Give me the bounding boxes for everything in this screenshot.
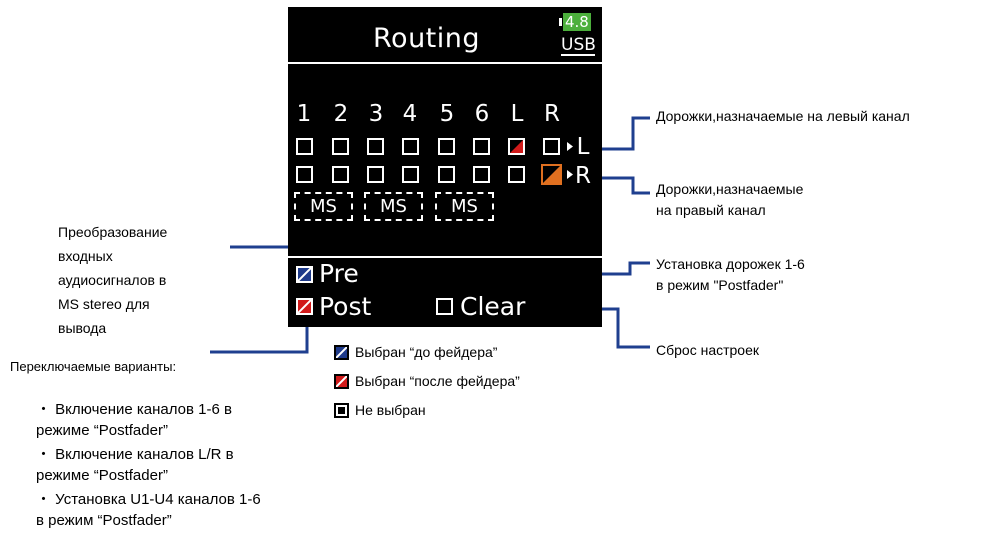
option-2-line-1: ・ Включение каналов L/R в <box>36 446 234 463</box>
clear-button[interactable]: Clear <box>460 292 526 321</box>
post-fader-swatch-icon <box>334 373 349 389</box>
ms-note-3: аудиосигналов в <box>58 272 167 288</box>
route-checkbox-1-R[interactable] <box>296 166 313 183</box>
post-fader-mark <box>510 140 523 153</box>
route-checkbox-L-R[interactable] <box>508 166 525 183</box>
right-channel-note-2: на правый канал <box>656 202 766 218</box>
col-6: 6 <box>474 101 490 127</box>
route-checkbox-R-R[interactable] <box>541 164 562 185</box>
ms-note-5: вывода <box>58 320 107 336</box>
legend-pre: Выбран “до фейдера” <box>334 344 497 360</box>
reset-note: Сброс настроек <box>656 342 760 358</box>
power-source: USB <box>561 35 596 55</box>
pre-button[interactable]: Pre <box>319 259 359 288</box>
route-checkbox-4-R[interactable] <box>402 166 419 183</box>
option-3-line-2: в режим “Postfader” <box>36 512 172 529</box>
postfader-note-2: в режим "Postfader" <box>656 277 784 293</box>
ms-note-1: Преобразование <box>58 224 168 240</box>
route-checkbox-3-L[interactable] <box>367 138 384 155</box>
col-3: 3 <box>368 101 384 127</box>
ms-toggle-1-2[interactable]: MS <box>294 192 353 221</box>
header-divider <box>288 62 602 64</box>
ms-note-4: MS stereo для <box>58 296 150 312</box>
route-checkbox-6-L[interactable] <box>473 138 490 155</box>
pre-fader-swatch-icon <box>334 344 349 360</box>
col-R: R <box>544 101 560 127</box>
screen-title: Routing <box>373 23 481 54</box>
ms-toggle-3-4[interactable]: MS <box>364 192 423 221</box>
route-checkbox-5-L[interactable] <box>438 138 455 155</box>
device-screen: Routing 4.8 USB 1 2 3 4 5 6 L R L R MS M… <box>288 7 602 327</box>
col-L: L <box>510 101 524 127</box>
route-checkbox-6-R[interactable] <box>473 166 490 183</box>
right-channel-note-1: Дорожки,назначаемые <box>656 181 804 197</box>
route-checkbox-4-L[interactable] <box>402 138 419 155</box>
ms-note-2: входных <box>58 248 113 264</box>
battery-tip <box>559 18 562 26</box>
pre-fader-icon[interactable] <box>296 266 313 283</box>
ms-toggle-5-6[interactable]: MS <box>435 192 494 221</box>
legend-post: Выбран “после фейдера” <box>334 373 520 389</box>
post-fader-icon[interactable] <box>296 298 313 315</box>
switchable-note: Переключаемые варианты: <box>10 359 177 374</box>
legend-none-label: Не выбран <box>355 402 426 418</box>
col-2: 2 <box>333 101 349 127</box>
output-L: L <box>576 134 590 160</box>
col-5: 5 <box>439 101 455 127</box>
clear-checkbox-icon[interactable] <box>436 298 453 315</box>
option-2-line-2: режиме “Postfader” <box>36 467 168 484</box>
option-1-line-2: режиме “Postfader” <box>36 422 168 439</box>
arrow-right-icon <box>567 142 573 151</box>
legend-pre-label: Выбран “до фейдера” <box>355 344 498 360</box>
post-fader-mark-selected <box>543 166 560 183</box>
unselected-swatch-icon <box>334 402 349 418</box>
route-checkbox-2-R[interactable] <box>332 166 349 183</box>
arrow-right-icon <box>567 170 573 179</box>
battery-level: 4.8 <box>563 13 591 31</box>
col-4: 4 <box>402 101 418 127</box>
power-underline <box>561 54 595 56</box>
post-button[interactable]: Post <box>319 292 372 321</box>
route-checkbox-2-L[interactable] <box>332 138 349 155</box>
route-checkbox-5-R[interactable] <box>438 166 455 183</box>
option-3-line-1: ・ Установка U1-U4 каналов 1-6 <box>36 491 261 508</box>
legend-none: Не выбран <box>334 402 426 418</box>
option-1-line-1: ・ Включение каналов 1-6 в <box>36 401 232 418</box>
route-checkbox-R-L[interactable] <box>543 138 560 155</box>
left-channel-note: Дорожки,назначаемые на левый канал <box>656 108 910 124</box>
route-checkbox-3-R[interactable] <box>367 166 384 183</box>
postfader-note-1: Установка дорожек 1-6 <box>656 256 805 272</box>
footer-divider <box>288 256 602 258</box>
legend-post-label: Выбран “после фейдера” <box>355 373 520 389</box>
route-checkbox-L-L[interactable] <box>508 138 525 155</box>
route-checkbox-1-L[interactable] <box>296 138 313 155</box>
col-1: 1 <box>296 101 312 127</box>
output-R: R <box>575 163 591 189</box>
